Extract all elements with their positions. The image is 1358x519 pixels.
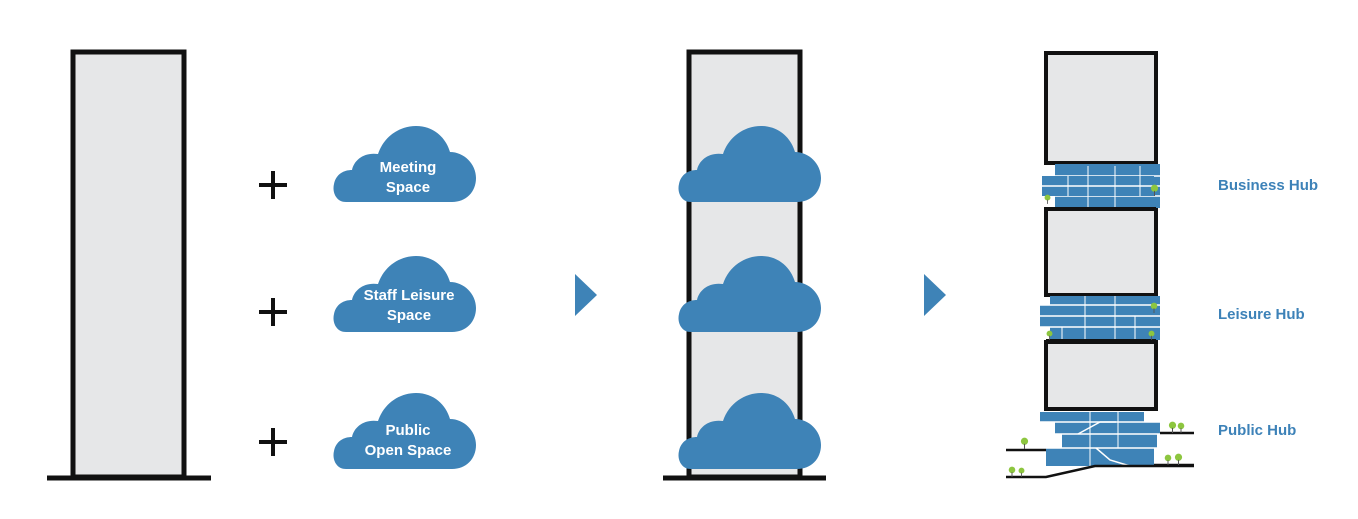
cloud-label-line2: Space: [386, 179, 430, 196]
tree-icon: [1164, 454, 1172, 465]
hub-label-public: Public Hub: [1218, 422, 1296, 439]
hub-label-leisure: Leisure Hub: [1218, 306, 1305, 323]
plus-icon: [259, 428, 287, 456]
tree-icon: [1168, 421, 1177, 433]
business-hub-section: [1042, 164, 1160, 209]
cloud-public-open-space: Public Open Space: [333, 393, 476, 469]
cloud-label-line1: Staff Leisure: [364, 287, 455, 304]
tower-with-clouds: [663, 49, 826, 481]
cloud-meeting-space: Meeting Space: [333, 126, 476, 202]
tree-icon: [1018, 467, 1025, 477]
tree-icon: [1174, 453, 1183, 465]
cloud-label-line1: Meeting: [380, 159, 437, 176]
plus-icon: [259, 171, 287, 199]
office-block: [1044, 51, 1158, 165]
triangle-right-icon: [575, 274, 597, 316]
cloud-label-line2: Open Space: [365, 442, 452, 459]
office-block: [1044, 340, 1158, 411]
tree-icon: [1044, 194, 1051, 204]
tree-icon: [1177, 422, 1185, 433]
plus-icon: [259, 298, 287, 326]
cloud-label-line1: Public: [385, 422, 430, 439]
office-block: [1044, 207, 1158, 297]
leisure-hub-section: [1040, 296, 1160, 341]
plain-tower: [47, 49, 211, 481]
public-hub-section: [1006, 412, 1194, 479]
tree-icon: [1008, 466, 1016, 477]
hub-label-business: Business Hub: [1218, 177, 1318, 194]
hub-tower: [1006, 51, 1194, 479]
triangle-right-icon: [924, 274, 946, 316]
cloud-label-line2: Space: [387, 307, 431, 324]
tree-icon: [1020, 437, 1029, 449]
cloud-staff-leisure-space: Staff Leisure Space: [333, 256, 476, 332]
